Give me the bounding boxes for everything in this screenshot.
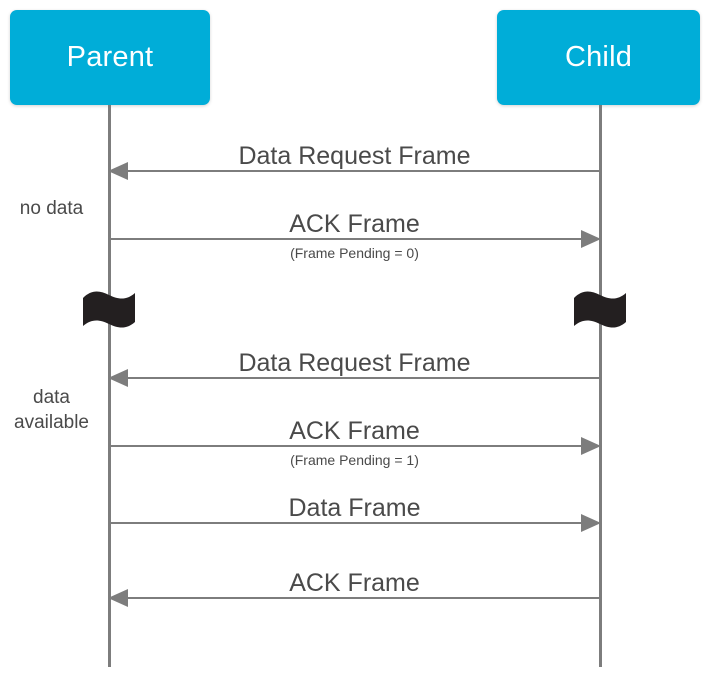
message-label: Data Request Frame [224,351,485,376]
message-line [109,522,600,524]
message-label: Data Frame [274,496,435,521]
message-label-wrap: Data Request Frame [109,144,600,169]
message-label-wrap: Data Request Frame [109,351,600,376]
arrowhead-left-icon [108,589,128,607]
side-note-data-available: data available [14,387,89,433]
lifeline-child [599,105,602,667]
break-flag-parent [81,290,137,334]
arrowhead-right-icon [581,437,601,455]
message-line [109,238,600,240]
message-label: Data Request Frame [224,144,485,169]
message-label: ACK Frame [275,419,434,444]
message-sublabel: (Frame Pending = 1) [290,452,419,468]
message-label-wrap: ACK Frame [109,212,600,237]
actor-box-child[interactable]: Child [497,10,700,105]
message-line [109,377,600,379]
message-line [109,445,600,447]
arrowhead-right-icon [581,230,601,248]
arrowhead-right-icon [581,514,601,532]
break-flag-child [572,290,628,334]
message-label-wrap: Data Frame [109,496,600,521]
arrowhead-left-icon [108,369,128,387]
message-line [109,597,600,599]
arrowhead-left-icon [108,162,128,180]
actor-label-child: Child [564,41,633,73]
message-label-wrap: ACK Frame [109,571,600,596]
actor-label-parent: Parent [66,41,154,73]
message-label: ACK Frame [275,571,434,596]
message-label: ACK Frame [275,212,434,237]
message-label-wrap: ACK Frame [109,419,600,444]
flag-icon [83,291,135,328]
message-sublabel: (Frame Pending = 0) [290,245,419,261]
message-line [109,170,600,172]
side-note-no-data: no data [19,198,84,219]
actor-box-parent[interactable]: Parent [10,10,210,105]
flag-icon [574,291,626,328]
